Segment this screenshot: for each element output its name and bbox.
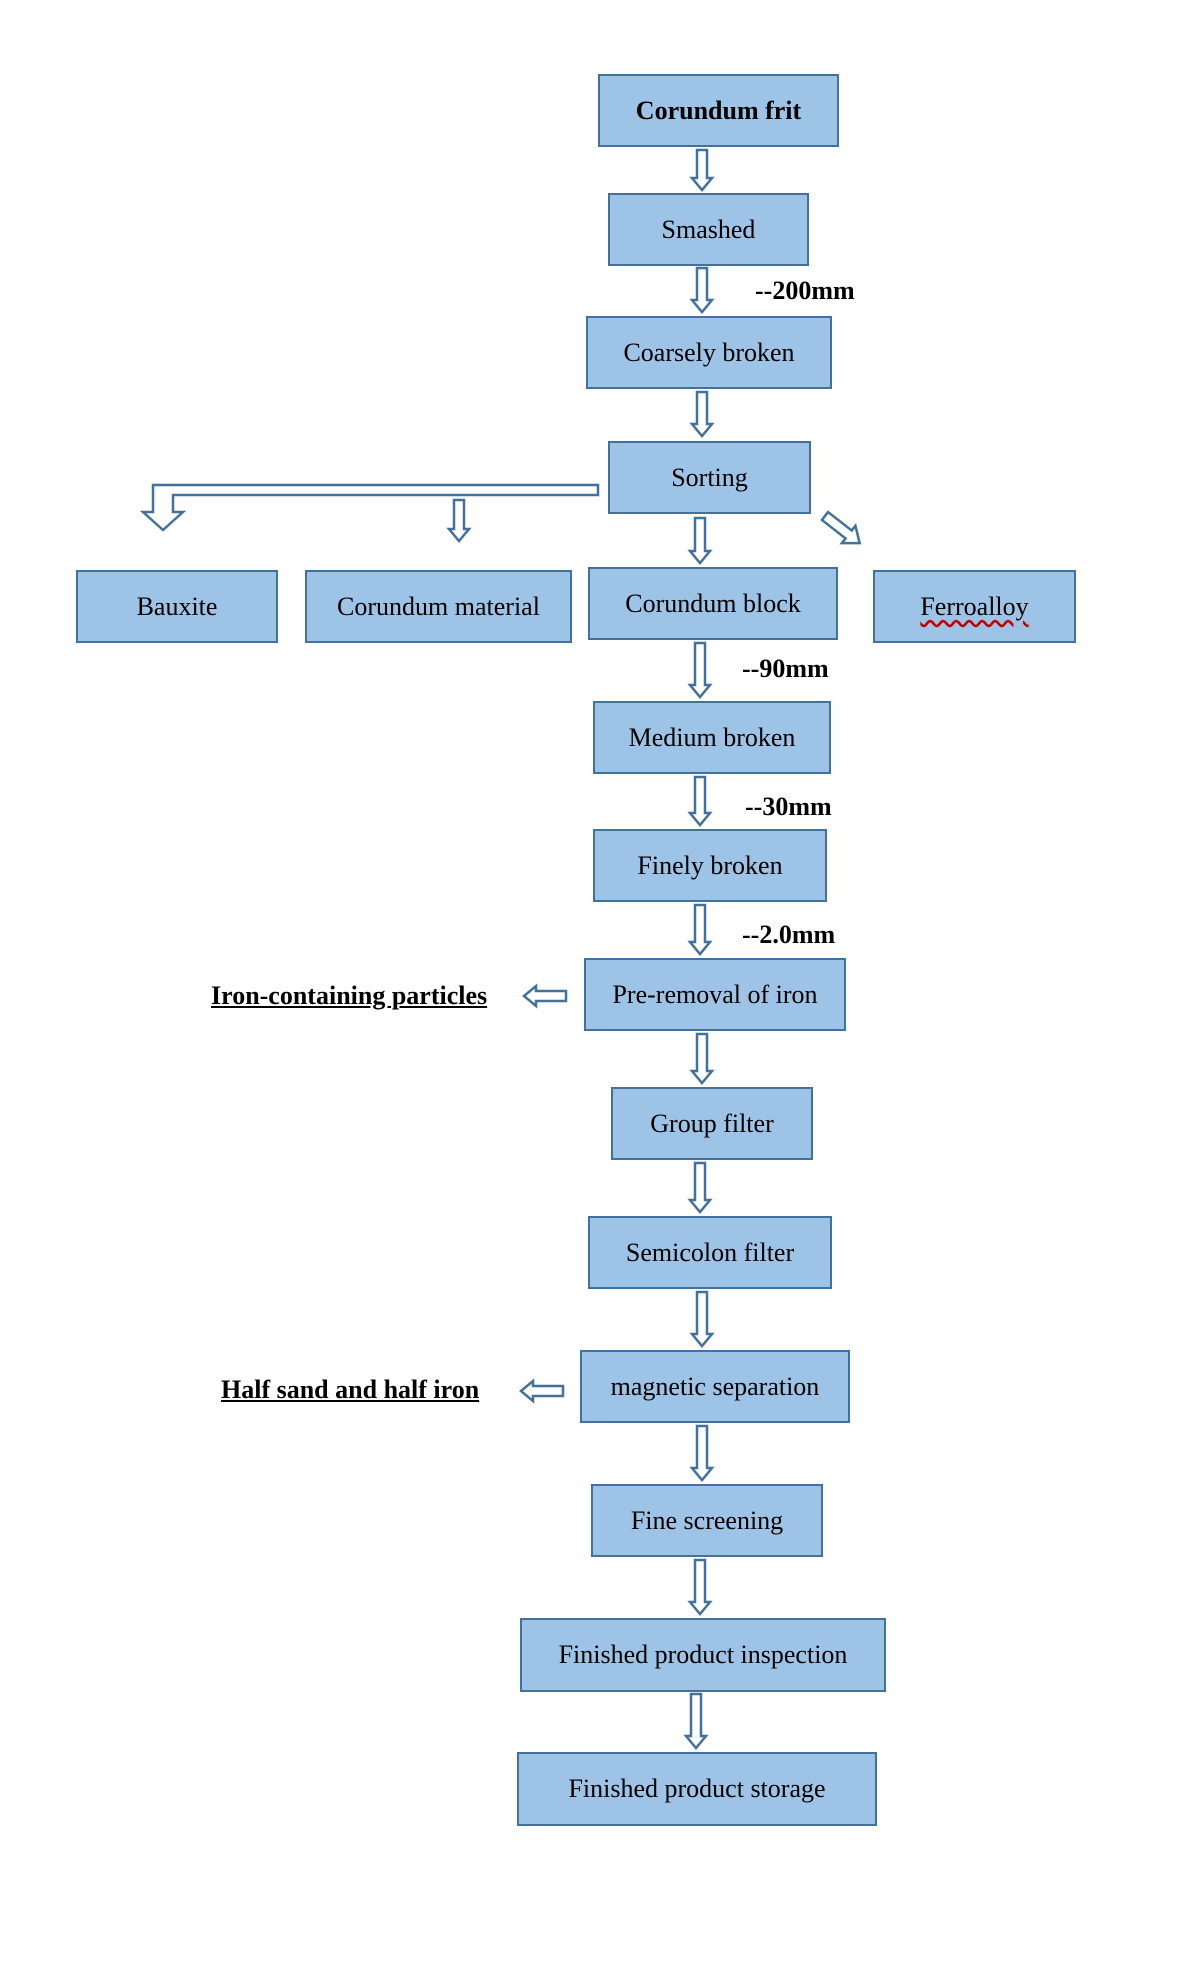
step-fine-screening: Fine screening	[591, 1484, 823, 1557]
arrow-pre-removal-to-group-filter	[689, 1032, 715, 1085]
step-medium-broken: Medium broken	[593, 701, 831, 774]
step-label: Fine screening	[630, 1505, 784, 1535]
step-label: Medium broken	[628, 722, 796, 752]
step-label: Ferroalloy	[920, 591, 1029, 621]
step-label: Smashed	[661, 214, 756, 244]
arrow-sorting-to-bauxite	[139, 483, 600, 532]
size-label-2mm: --2.0mm	[742, 920, 836, 949]
arrow-fine-screening-to-inspection	[687, 1558, 713, 1616]
step-label: Finished product inspection	[558, 1640, 848, 1669]
arrow-group-filter-to-semicolon-filter	[687, 1161, 713, 1214]
step-label: Finished product storage	[568, 1774, 826, 1803]
step-bauxite: Bauxite	[76, 570, 278, 643]
arrow-finely-broken-to-pre-removal	[687, 903, 713, 956]
step-sorting: Sorting	[608, 441, 811, 514]
step-magnetic-separation: magnetic separation	[580, 1350, 850, 1423]
step-label: Pre-removal of iron	[612, 979, 818, 1009]
arrow-medium-broken-to-finely-broken	[687, 775, 713, 827]
step-ferroalloy: Ferroalloy	[873, 570, 1076, 643]
step-group-filter: Group filter	[611, 1087, 813, 1160]
step-label: Coarsely broken	[623, 337, 795, 367]
step-label: Finely broken	[637, 850, 783, 880]
step-label: Semicolon filter	[625, 1237, 795, 1267]
step-label: Corundum block	[625, 588, 801, 618]
arrow-coarsely-broken-to-sorting	[689, 390, 715, 438]
size-label-90mm: --90mm	[742, 654, 829, 683]
step-label: Corundum material	[337, 591, 540, 621]
output-half-sand-half-iron: Half sand and half iron	[221, 1375, 480, 1404]
step-label: Bauxite	[136, 591, 218, 621]
arrow-sorting-to-corundum-block	[687, 516, 713, 565]
step-finished-product-storage: Finished product storage	[517, 1752, 877, 1826]
size-label-200mm: --200mm	[755, 276, 855, 305]
arrow-corundum-block-to-medium-broken	[687, 641, 713, 699]
output-iron-containing-particles: Iron-containing particles	[211, 981, 488, 1010]
step-pre-removal-of-iron: Pre-removal of iron	[584, 958, 846, 1031]
size-label-30mm: --30mm	[745, 792, 832, 821]
step-corundum-material: Corundum material	[305, 570, 572, 643]
step-finished-product-inspection: Finished product inspection	[520, 1618, 886, 1692]
arrow-frit-to-smashed	[689, 148, 715, 192]
step-coarsely-broken: Coarsely broken	[586, 316, 832, 389]
arrow-to-corundum-material	[446, 498, 472, 543]
step-smashed: Smashed	[608, 193, 809, 266]
step-label: Corundum frit	[635, 95, 802, 125]
arrow-inspection-to-storage	[683, 1692, 709, 1750]
step-label: magnetic separation	[610, 1371, 820, 1401]
step-label: Group filter	[650, 1108, 774, 1138]
step-semicolon-filter: Semicolon filter	[588, 1216, 832, 1289]
step-corundum-block: Corundum block	[588, 567, 838, 640]
arrow-to-iron-containing-particles	[522, 983, 568, 1009]
arrow-smashed-to-coarsely-broken	[689, 266, 715, 314]
step-label: Sorting	[671, 462, 748, 492]
arrow-sorting-to-ferroalloy	[820, 510, 862, 545]
step-corundum-frit: Corundum frit	[598, 74, 839, 147]
arrow-semicolon-filter-to-magnetic-separation	[689, 1290, 715, 1348]
step-finely-broken: Finely broken	[593, 829, 827, 902]
arrow-magnetic-separation-to-fine-screening	[689, 1424, 715, 1482]
arrow-to-half-sand-half-iron	[519, 1378, 565, 1404]
